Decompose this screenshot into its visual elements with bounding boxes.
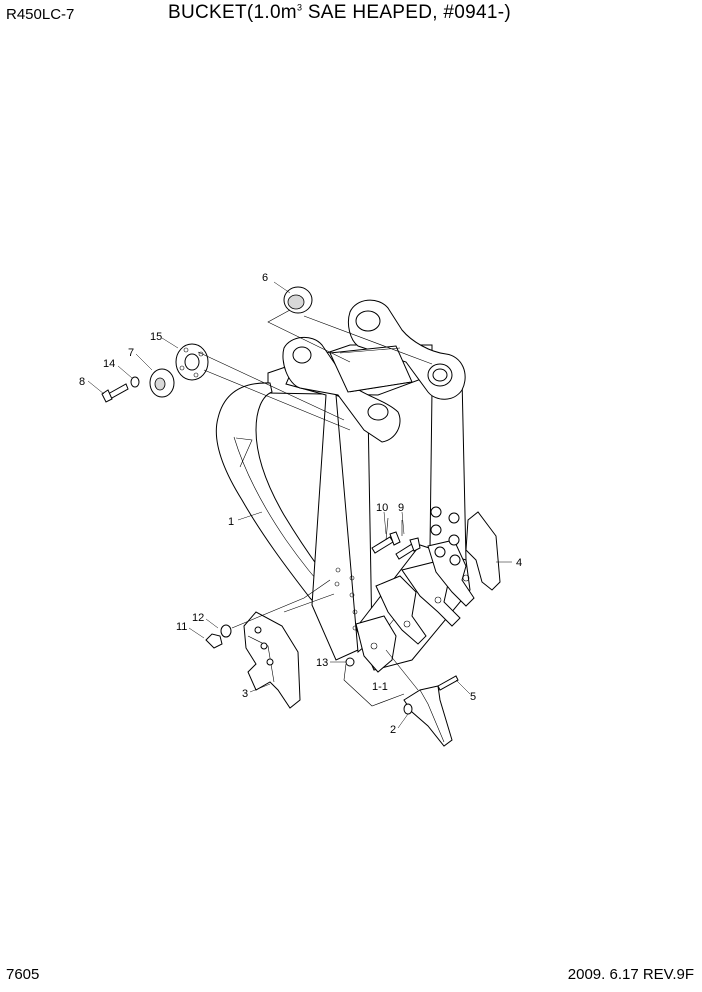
nut-washer-11-12 bbox=[205, 624, 232, 649]
callout-leaders bbox=[87, 281, 512, 729]
callout-4: 4 bbox=[516, 557, 522, 569]
side-cutter-right bbox=[465, 511, 501, 591]
tooth-pin bbox=[437, 675, 459, 691]
title-superscript: 3 bbox=[296, 2, 303, 13]
callout-14: 14 bbox=[103, 358, 115, 370]
callout-3: 3 bbox=[242, 688, 248, 700]
alignment-lines bbox=[197, 309, 433, 707]
callout-6: 6 bbox=[262, 272, 268, 284]
callout-11: 11 bbox=[176, 621, 187, 633]
bolts-9-10 bbox=[371, 531, 421, 560]
model-code: R450LC-7 bbox=[6, 6, 75, 23]
title-suffix: SAE HEAPED, #0941-) bbox=[302, 2, 512, 23]
shim-15 bbox=[175, 343, 209, 381]
callout-13: 13 bbox=[316, 657, 328, 669]
callout-12: 12 bbox=[192, 612, 204, 624]
callout-7: 7 bbox=[128, 347, 134, 359]
tooth-point bbox=[403, 685, 453, 747]
side-cutter-left bbox=[243, 611, 301, 709]
date-revision: 2009. 6.17 REV.9F bbox=[567, 966, 694, 983]
page-number: 7605 bbox=[6, 966, 40, 983]
bolt-8 bbox=[101, 383, 129, 403]
side-bolt-pattern bbox=[430, 506, 461, 566]
nut-13 bbox=[345, 657, 355, 667]
upper-boss-brackets bbox=[282, 299, 466, 443]
plate-7 bbox=[149, 368, 175, 398]
title-prefix: BUCKET(1.0m bbox=[168, 2, 297, 23]
callout-1: 1 bbox=[228, 516, 234, 528]
callout-5: 5 bbox=[470, 691, 476, 703]
callout-8: 8 bbox=[79, 376, 85, 388]
callout-9: 9 bbox=[398, 502, 404, 514]
washer-14 bbox=[130, 376, 140, 388]
page-title: BUCKET(1.0m3 SAE HEAPED, #0941-) bbox=[168, 2, 511, 24]
callout-10: 10 bbox=[376, 502, 388, 514]
bushing-6 bbox=[283, 286, 313, 314]
callout-2: 2 bbox=[390, 724, 396, 736]
callout-15: 15 bbox=[150, 331, 162, 343]
callout-1-1: 1-1 bbox=[372, 681, 388, 693]
